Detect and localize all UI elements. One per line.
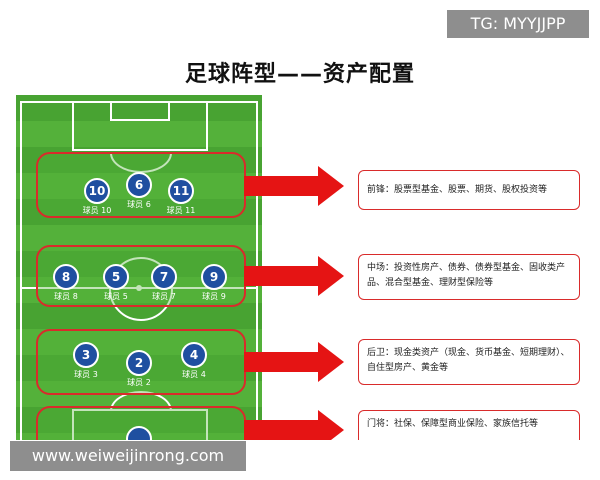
player-6-label: 球员 6 bbox=[127, 200, 151, 209]
player-4: 4 球员 4 bbox=[169, 342, 219, 388]
player-8: 8 球员 8 bbox=[41, 264, 91, 310]
defense-description: 后卫：现金类资产（现金、货币基金、短期理财）、自住型房产、黄金等 bbox=[358, 339, 580, 385]
player-9-label: 球员 9 bbox=[202, 292, 226, 301]
watermark-bottom: www.weiweijinrong.com bbox=[10, 441, 246, 471]
player-5-label: 球员 5 bbox=[104, 292, 128, 301]
player-3-label: 球员 3 bbox=[74, 370, 98, 379]
player-11: 11 球员 11 bbox=[156, 178, 206, 224]
player-2-label: 球员 2 bbox=[127, 378, 151, 387]
player-8-marker: 8 bbox=[53, 264, 79, 290]
forwards-arrow bbox=[244, 166, 344, 206]
player-2-marker: 2 bbox=[126, 350, 152, 376]
player-2: 2 球员 2 bbox=[114, 350, 164, 396]
midfield-arrow bbox=[244, 256, 344, 296]
forwards-description: 前锋：股票型基金、股票、期货、股权投资等 bbox=[358, 170, 580, 210]
player-10: 10 球员 10 bbox=[72, 178, 122, 224]
player-4-marker: 4 bbox=[181, 342, 207, 368]
player-11-label: 球员 11 bbox=[166, 206, 196, 215]
player-6-marker: 6 bbox=[126, 172, 152, 198]
player-9-marker: 9 bbox=[201, 264, 227, 290]
player-5: 5 球员 5 bbox=[91, 264, 141, 310]
player-3: 3 球员 3 bbox=[61, 342, 111, 388]
player-10-marker: 10 bbox=[84, 178, 110, 204]
player-10-label: 球员 10 bbox=[82, 206, 112, 215]
player-5-marker: 5 bbox=[103, 264, 129, 290]
player-7: 7 球员 7 bbox=[139, 264, 189, 310]
player-9: 9 球员 9 bbox=[189, 264, 239, 310]
player-3-marker: 3 bbox=[73, 342, 99, 368]
player-11-marker: 11 bbox=[168, 178, 194, 204]
watermark-top: TG: MYYJJPP bbox=[447, 10, 589, 38]
page-title: 足球阵型——资产配置 bbox=[184, 62, 415, 87]
player-7-marker: 7 bbox=[151, 264, 177, 290]
player-6: 6 球员 6 bbox=[114, 172, 164, 218]
player-4-label: 球员 4 bbox=[182, 370, 206, 379]
player-7-label: 球员 7 bbox=[152, 292, 176, 301]
defense-arrow bbox=[244, 342, 344, 382]
player-8-label: 球员 8 bbox=[54, 292, 78, 301]
midfield-description: 中场：投资性房产、债券、债券型基金、固收类产品、混合型基金、理财型保险等 bbox=[358, 254, 580, 300]
